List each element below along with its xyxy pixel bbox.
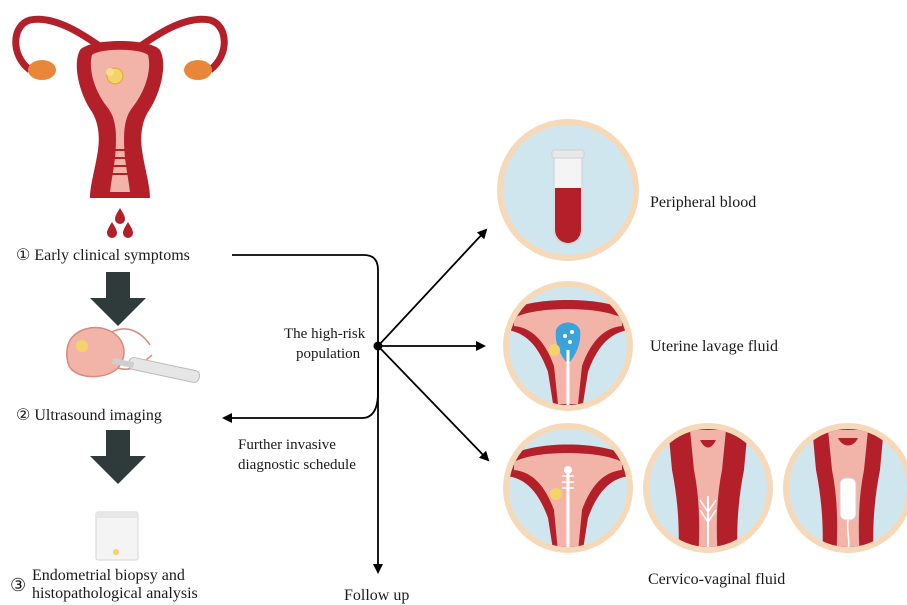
step-1-number: ① bbox=[16, 247, 30, 264]
step-1-label: ① Early clinical symptoms bbox=[16, 246, 190, 265]
ovary-right bbox=[184, 60, 212, 80]
step-2-text: Ultrasound imaging bbox=[34, 407, 162, 424]
peripheral-blood-label: Peripheral blood bbox=[650, 193, 756, 212]
uterus-illustration bbox=[16, 19, 225, 238]
uterine-lavage-label: Uterine lavage fluid bbox=[650, 337, 778, 356]
invasive-label-line-1: Further invasive bbox=[238, 436, 336, 454]
cervico-vaginal-circle-brush bbox=[506, 426, 630, 556]
step-1-text: Early clinical symptoms bbox=[34, 247, 190, 264]
step-3-line-2: histopathological analysis bbox=[32, 584, 198, 603]
follow-up-label: Follow up bbox=[344, 586, 409, 605]
cervico-vaginal-label: Cervico-vaginal fluid bbox=[648, 570, 785, 589]
step-2-label: ② Ultrasound imaging bbox=[16, 406, 162, 425]
step-2-number: ② bbox=[16, 407, 30, 424]
down-arrow-icon bbox=[90, 272, 146, 326]
ovary-left bbox=[28, 60, 56, 80]
down-arrow-icon bbox=[90, 430, 146, 484]
flow-lines bbox=[224, 230, 488, 572]
ultrasound-illustration bbox=[67, 328, 201, 384]
blood-drop bbox=[115, 208, 125, 224]
center-label-line-2: population bbox=[296, 345, 360, 363]
peripheral-blood-circle bbox=[500, 122, 636, 258]
biopsy-specimen-icon bbox=[96, 512, 138, 560]
step-3-number: ③ bbox=[10, 576, 26, 595]
cervico-vaginal-circle-swab bbox=[646, 426, 770, 560]
blood-drop bbox=[107, 222, 117, 238]
center-label-line-1: The high-risk bbox=[284, 325, 365, 343]
uterine-lavage-circle bbox=[506, 284, 630, 410]
step-3-line-1: Endometrial biopsy and bbox=[32, 566, 185, 585]
invasive-label-line-2: diagnostic schedule bbox=[238, 456, 356, 474]
hub-dot bbox=[374, 342, 383, 351]
blood-drop bbox=[123, 222, 133, 238]
cervico-vaginal-circle-tampon bbox=[786, 426, 907, 560]
